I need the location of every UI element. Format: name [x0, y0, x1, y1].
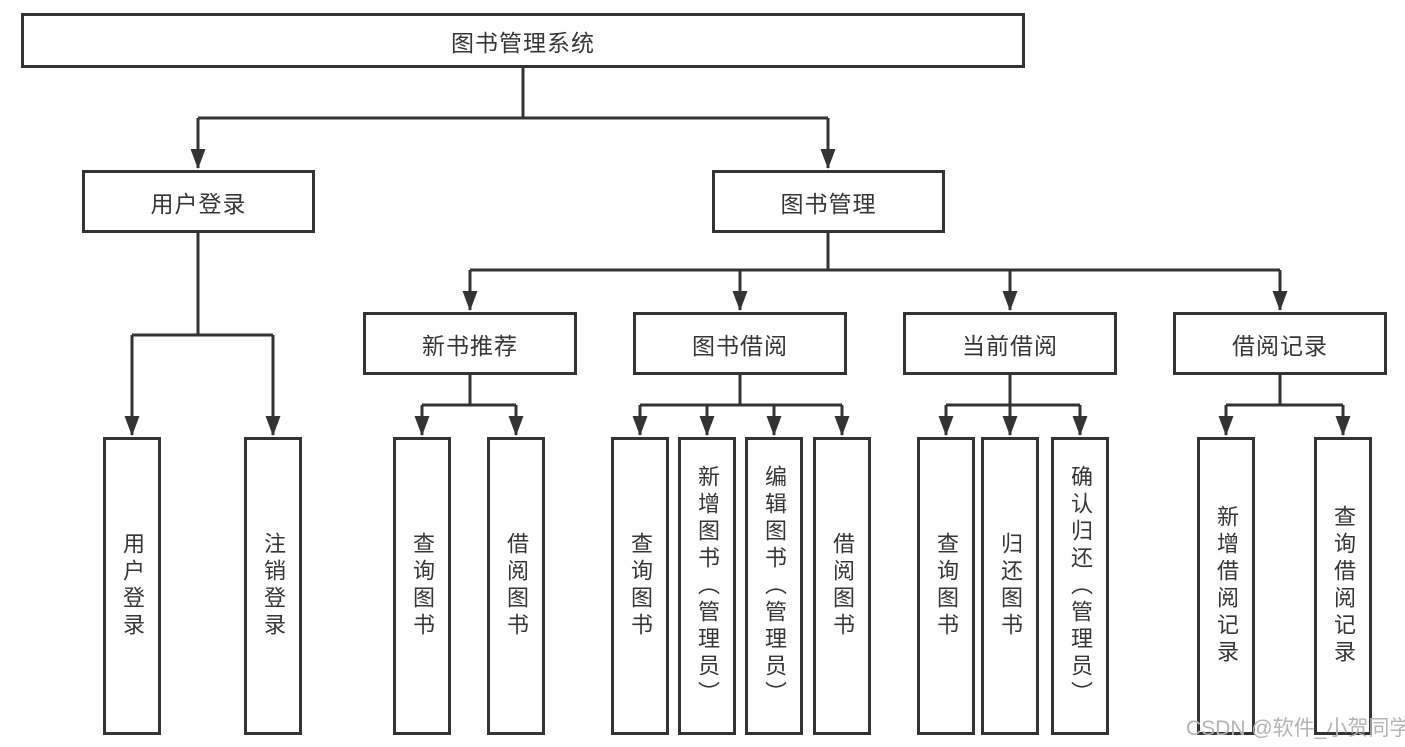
node-label: 查询图书: [628, 532, 653, 640]
node-label: 图书管理系统: [451, 29, 595, 56]
node-leaf-query-books-current: 查询图书: [917, 437, 975, 735]
node-label: 新增图书（管理员）: [695, 464, 720, 708]
node-leaf-confirm-return-admin: 确认归还（管理员）: [1051, 437, 1109, 735]
csdn-watermark: CSDN @软件_小贺同学: [1186, 717, 1405, 740]
node-label: 借阅记录: [1232, 332, 1328, 359]
node-leaf-add-borrow-record: 新增借阅记录: [1197, 437, 1255, 735]
node-leaf-edit-book-admin: 编辑图书（管理员）: [745, 437, 803, 735]
node-label: 归还图书: [998, 532, 1023, 640]
node-label: 当前借阅: [962, 332, 1058, 359]
node-label: 新书推荐: [422, 332, 518, 359]
node-label: 借阅图书: [504, 532, 529, 640]
node-leaf-borrow-books: 借阅图书: [813, 437, 871, 735]
node-label: 图书管理: [780, 190, 877, 217]
node-current-borrow: 当前借阅: [903, 312, 1117, 375]
node-label: 查询图书: [410, 532, 435, 640]
node-leaf-borrow-books-recommend: 借阅图书: [487, 437, 545, 735]
node-label: 用户登录: [120, 532, 145, 640]
node-borrow-records: 借阅记录: [1173, 312, 1387, 375]
node-new-book-recommend: 新书推荐: [363, 312, 577, 375]
node-library-management-system: 图书管理系统: [21, 13, 1025, 68]
node-leaf-user-login: 用户登录: [103, 437, 161, 735]
node-leaf-logout: 注销登录: [244, 437, 302, 735]
node-leaf-query-books-recommend: 查询图书: [393, 437, 451, 735]
node-label: 编辑图书（管理员）: [762, 464, 787, 708]
node-label: 查询图书: [934, 532, 959, 640]
node-leaf-query-borrow-record: 查询借阅记录: [1314, 437, 1372, 735]
node-label: 查询借阅记录: [1331, 505, 1356, 667]
node-leaf-return-book: 归还图书: [981, 437, 1039, 735]
node-book-borrow: 图书借阅: [633, 312, 847, 375]
node-leaf-add-book-admin: 新增图书（管理员）: [678, 437, 736, 735]
node-book-management: 图书管理: [712, 170, 945, 233]
node-label: 用户登录: [150, 190, 247, 217]
node-leaf-query-books-borrow: 查询图书: [611, 437, 669, 735]
node-label: 注销登录: [261, 532, 286, 640]
node-user-login: 用户登录: [82, 170, 315, 233]
node-label: 确认归还（管理员）: [1068, 464, 1093, 708]
node-label: 图书借阅: [692, 332, 788, 359]
node-label: 借阅图书: [830, 532, 855, 640]
node-label: 新增借阅记录: [1214, 505, 1239, 667]
